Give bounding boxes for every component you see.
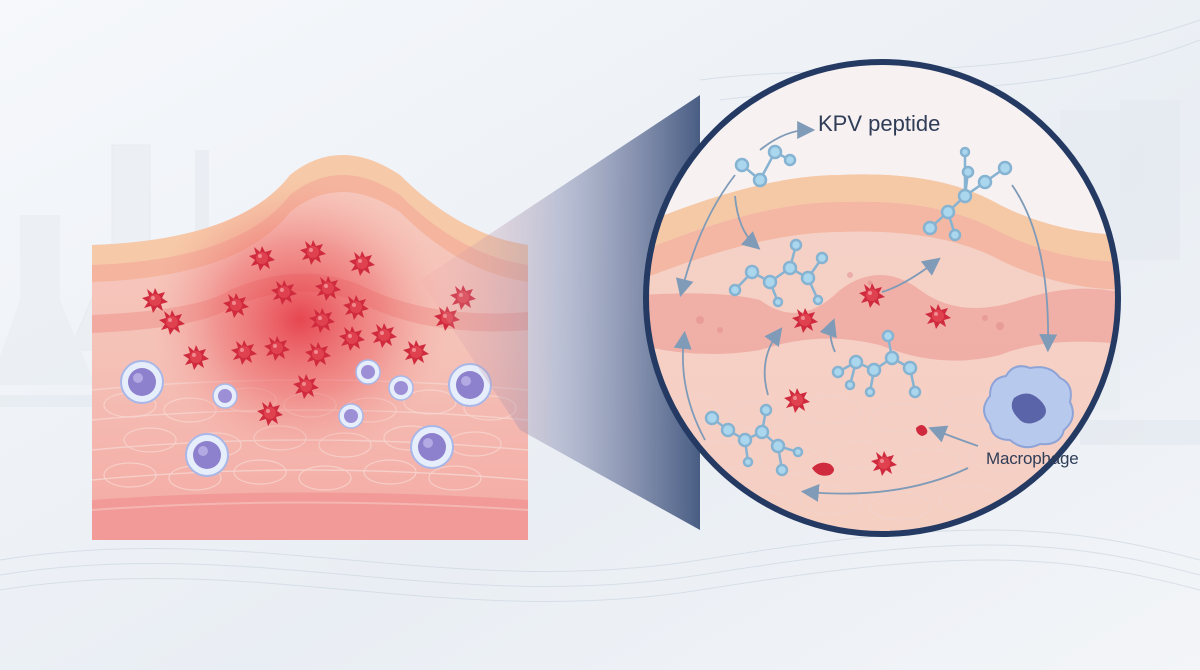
peptide-molecules	[704, 144, 1013, 477]
immune-cell-icon	[120, 360, 164, 404]
peptide-molecule-icon	[831, 329, 922, 399]
curved-arrow-icon	[928, 425, 979, 447]
macrophage-icon	[983, 365, 1074, 449]
curved-arrow-icon	[675, 174, 736, 297]
macrophage-label: Macrophage	[986, 449, 1079, 468]
peptide-molecule-icon	[728, 238, 829, 308]
curved-arrow-icon	[734, 195, 761, 250]
curved-arrow-icon	[763, 327, 783, 396]
curved-arrow-icon	[819, 318, 837, 353]
immune-cell-icon	[388, 375, 414, 401]
immune-cell-icon	[212, 383, 238, 409]
curved-arrow-icon	[759, 121, 816, 151]
curved-arrow-icon	[673, 330, 706, 441]
curved-arrow-icon	[800, 467, 969, 502]
immune-cell-icon	[355, 359, 381, 385]
immune-cell-icon	[185, 433, 229, 477]
kpv-peptide-label: KPV peptide	[818, 111, 941, 136]
immune-cell-icon	[338, 403, 364, 429]
inflammatory-cell-fragment	[812, 462, 834, 476]
curved-arrow-icon	[881, 257, 941, 293]
peptide-molecule-icon	[734, 144, 797, 188]
immune-cell-icon	[410, 425, 454, 469]
curved-arrow-icon	[1011, 184, 1058, 353]
magnified-view	[643, 59, 1121, 537]
peptide-molecule-icon	[704, 403, 804, 477]
curved-arrows	[673, 121, 1058, 502]
inflammatory-cell-fragment	[916, 425, 928, 436]
magnification-cone	[420, 95, 700, 530]
lens-border	[643, 59, 1121, 537]
peptide-molecule-icon	[922, 146, 1013, 242]
